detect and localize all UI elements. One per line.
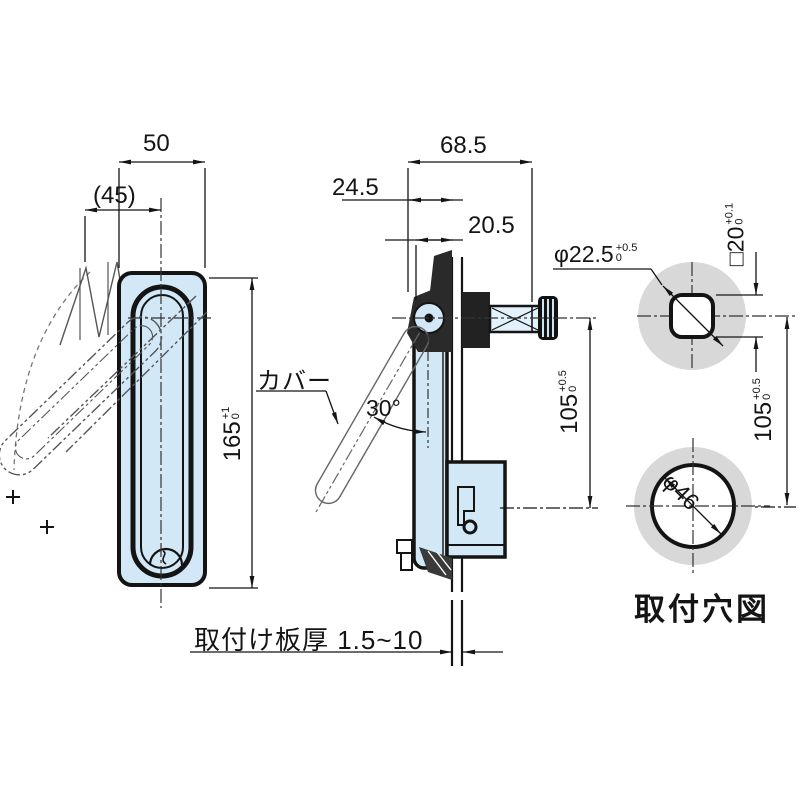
dim-hole-dia-22-5 — [662, 285, 724, 347]
dim-square-20 — [716, 252, 763, 372]
dim-label-depth-total: 68.5 — [440, 132, 487, 159]
swing-arc — [13, 271, 91, 471]
square-hole — [669, 293, 715, 339]
grip-recess — [148, 547, 184, 566]
dim-rear-20-5 — [385, 237, 463, 300]
front-view — [0, 159, 258, 608]
dim-width-50 — [118, 159, 206, 268]
dim-width-ref-45 — [84, 207, 161, 262]
dim-label-depth-rear: 20.5 — [468, 212, 515, 239]
handle-open-ghost — [0, 316, 163, 476]
latch-hook — [457, 486, 475, 526]
dim-pitch-105-side — [500, 318, 598, 509]
foot-step — [396, 539, 413, 554]
handle-grip-inner — [140, 294, 184, 569]
cover-label: カバー — [257, 368, 332, 395]
cover-tip — [429, 250, 452, 300]
angle-arc-30 — [373, 416, 427, 434]
mounting-hole-view — [553, 252, 796, 574]
dim-hole-dia-46 — [664, 477, 722, 535]
angle-label: 30° — [366, 395, 401, 421]
hole-view-title: 取付穴図 — [634, 592, 770, 627]
dim-label-width-ref: (45) — [93, 182, 136, 209]
dim-height-165 — [209, 277, 258, 589]
side-view — [190, 159, 598, 666]
nut-block — [462, 292, 490, 348]
dim-label-width: 50 — [143, 130, 170, 157]
plate-thickness-label: 取付け板厚 1.5~10 — [194, 625, 424, 655]
latch-pin — [462, 519, 478, 535]
handle-grip — [130, 284, 194, 579]
lock-mark — [162, 550, 167, 565]
latch-case — [445, 460, 507, 559]
dim-label-depth-front: 24.5 — [332, 174, 379, 201]
dim-depth-68-5 — [407, 159, 533, 302]
